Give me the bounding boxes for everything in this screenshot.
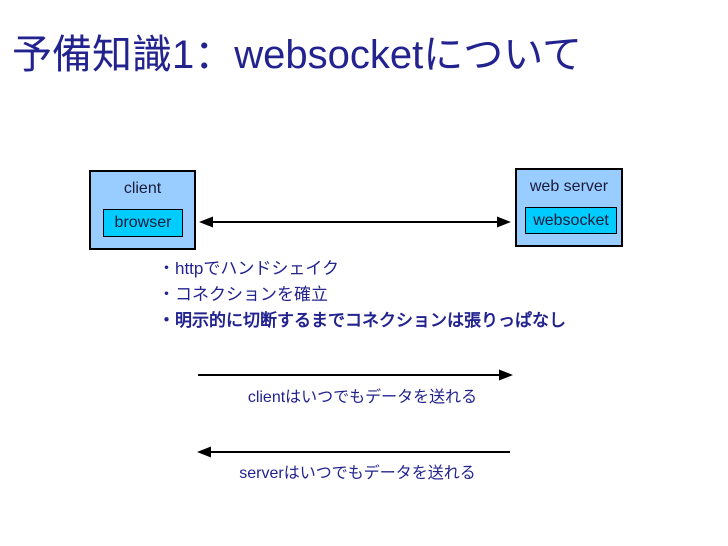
client-to-server-arrow <box>198 369 513 381</box>
server-flow-label: serverはいつでもデータを送れる <box>239 465 476 482</box>
server-to-client-arrow <box>197 446 510 458</box>
bullet-item-persistent: ・明示的に切断するまでコネクションは張りっぱなし <box>158 311 566 330</box>
websocket-label: websocket <box>533 211 609 229</box>
bullet-list: ・httpでハンドシェイク ・コネクションを確立 ・明示的に切断するまでコネクシ… <box>158 256 566 334</box>
browser-label: browser <box>114 214 172 231</box>
web-server-label: web server <box>529 178 609 195</box>
client-box: client browser <box>89 170 196 250</box>
client-server-duplex-arrow <box>199 216 511 228</box>
slide-title: 予備知識1：websocketについて <box>12 33 583 77</box>
browser-box: browser <box>103 209 183 237</box>
bullet-item-connection: ・コネクションを確立 <box>158 285 328 304</box>
bullet-item-handshake: ・httpでハンドシェイク <box>158 259 340 278</box>
client-flow-label: clientはいつでもデータを送れる <box>247 389 478 406</box>
web-server-box: web server websocket <box>515 168 623 247</box>
client-label: client <box>123 180 162 197</box>
websocket-box: websocket <box>525 207 617 234</box>
